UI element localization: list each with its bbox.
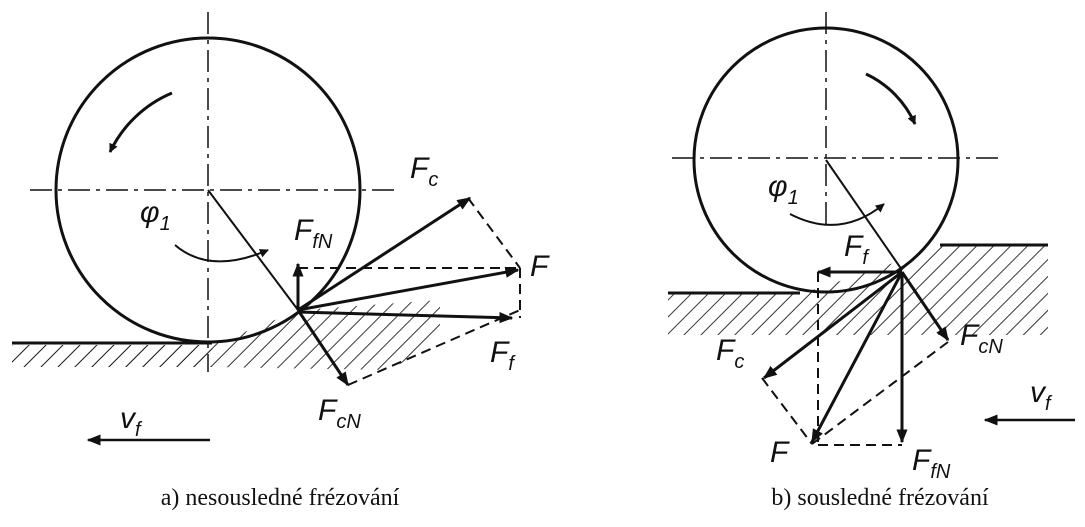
dashed-fc-f-b (761, 377, 813, 445)
rotation-arrow-a (108, 91, 173, 153)
label-f-a: F (530, 250, 550, 283)
force-fc-arrow-b (762, 270, 903, 380)
rotation-arrow-b (865, 72, 917, 125)
radius-line-a (207, 189, 299, 311)
label-f-b: F (770, 436, 790, 469)
force-f-arrow-b (810, 271, 904, 444)
label-ffn-b: FfN (912, 444, 951, 483)
force-fcn-arrow-b (900, 271, 950, 342)
force-f-arrow-a (297, 266, 520, 312)
workpiece-hatch-a-wedge (212, 300, 440, 370)
workpiece-hatch-a (12, 345, 212, 367)
label-ff-a: Ff (490, 336, 516, 375)
diagram-a: φ1 Fc FfN F Ff FcN vf (12, 12, 550, 511)
angle-arc-b (789, 203, 885, 226)
radius-line-b (825, 159, 903, 271)
angle-label-b: φ1 (768, 170, 799, 209)
dashed-fc-f-a (467, 197, 521, 269)
angle-arc-a (174, 244, 269, 263)
angle-label-a: φ1 (140, 196, 171, 235)
diagram-b: φ1 Ff FcN Fc F FfN vf b) so (668, 12, 1075, 511)
label-fcn-a: FcN (318, 394, 361, 433)
label-fcn-b: FcN (960, 319, 1003, 358)
force-fcn-arrow-a (296, 309, 350, 387)
label-fc-b: Fc (716, 334, 744, 373)
workpiece-hatch-b (668, 245, 1048, 335)
dashed-fcn-f-b (811, 341, 949, 445)
force-fc-arrow-a (297, 196, 472, 312)
label-ffn-a: FfN (294, 214, 333, 253)
label-vf-b: vf (1030, 376, 1053, 415)
label-fc-a: Fc (410, 152, 438, 191)
caption-b: b) sousledné frézování (771, 485, 989, 511)
label-ff-b: Ff (844, 230, 870, 269)
caption-a: a) nesousledné frézování (161, 485, 400, 511)
force-ff-arrow-a (297, 310, 514, 324)
label-vf-a: vf (120, 402, 143, 441)
milling-cutter-a (54, 36, 362, 344)
